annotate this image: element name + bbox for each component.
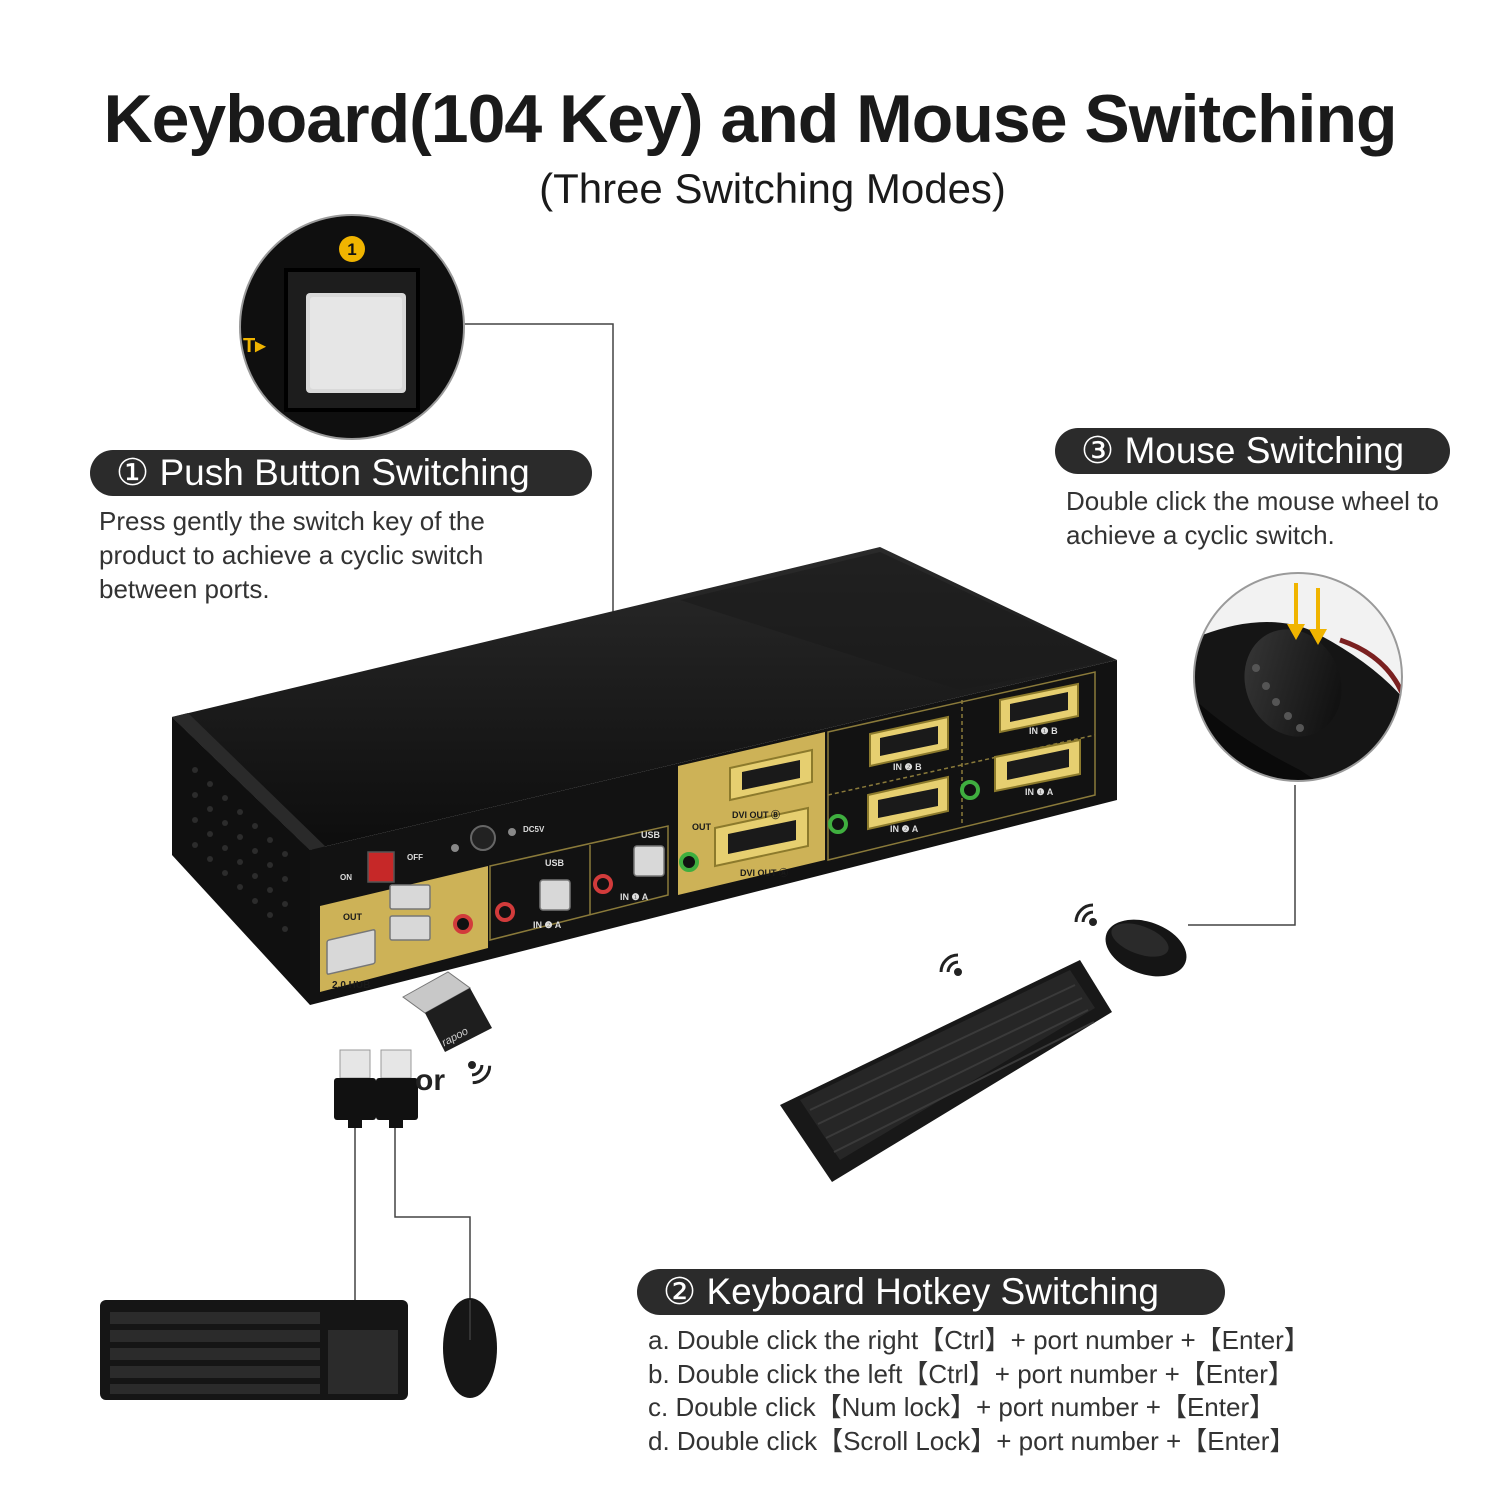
svg-text:USB: USB: [641, 830, 661, 840]
connector-lines: [354, 323, 1296, 1305]
mouse-switching-heading: ③ Mouse Switching: [1055, 428, 1450, 474]
line-button-to-device: [464, 323, 614, 618]
usb-ports: [326, 845, 665, 975]
wireless-signal-icon: [939, 953, 962, 976]
hotkey-line-a: a. Double click the right【Ctrl】+ port nu…: [648, 1325, 1310, 1355]
mouse-wheel-closeup: [1193, 572, 1403, 782]
dc-jack: [470, 825, 496, 851]
wired-keyboard: [100, 1300, 408, 1400]
wireless-keyboard: [780, 960, 1112, 1182]
button-number-badge: [339, 236, 365, 262]
page-title: Keyboard(104 Key) and Mouse Switching: [103, 81, 1397, 157]
hotkey-line-c: c. Double click【Num lock】+ port number +…: [648, 1392, 1276, 1422]
svg-text:DVI OUT Ⓑ: DVI OUT Ⓑ: [732, 809, 780, 820]
wireless-mouse: [1105, 919, 1187, 977]
power-switch: [367, 851, 395, 883]
svg-text:OUT: OUT: [343, 912, 363, 922]
wireless-signal-icon: [468, 1061, 492, 1085]
svg-text:IN ❶ A: IN ❶ A: [620, 892, 649, 902]
svg-text:DC5V: DC5V: [523, 825, 545, 834]
svg-text:IN ❶ A: IN ❶ A: [1025, 787, 1054, 797]
wired-mouse: [443, 1298, 497, 1398]
svg-text:ON: ON: [340, 873, 352, 882]
svg-text:OFF: OFF: [407, 853, 423, 862]
audio-jacks: [453, 780, 980, 934]
button-closeup: 1 T▸: [239, 214, 465, 440]
line-usb-to-mouse: [394, 1125, 471, 1302]
svg-text:IN ❷ A: IN ❷ A: [533, 920, 562, 930]
line-wheel-to-mouse: [1188, 785, 1296, 926]
svg-text:T▸: T▸: [243, 335, 266, 357]
push-button-description: Press gently the switch key of the produ…: [99, 506, 485, 604]
hotkey-heading: ② Keyboard Hotkey Switching: [637, 1269, 1225, 1315]
svg-text:2.0 HUB: 2.0 HUB: [332, 980, 370, 991]
svg-text:OUT: OUT: [692, 822, 712, 832]
svg-text:DVI OUT Ⓐ: DVI OUT Ⓐ: [740, 867, 788, 878]
svg-text:1: 1: [347, 240, 356, 259]
usb-receiver-dongle: rapoo: [402, 971, 492, 1052]
svg-text:IN ❶ B: IN ❶ B: [1029, 726, 1058, 736]
vent-grille: [192, 767, 288, 932]
hotkey-line-d: d. Double click【Scroll Lock】+ port numbe…: [648, 1426, 1296, 1456]
down-arrow-icon: [1287, 583, 1327, 645]
push-button-heading: ① Push Button Switching: [90, 450, 592, 496]
usb-plugs: [334, 1049, 418, 1128]
wireless-signal-icon: [1074, 903, 1097, 926]
mouse-switching-description: Double click the mouse wheel to achieve …: [1066, 486, 1439, 550]
kvm-switch-device: DVI OUT Ⓑ DVI OUT Ⓐ IN ❷ B IN ❶ B IN ❷ A…: [172, 547, 1117, 1005]
page-subtitle: (Three Switching Modes): [539, 165, 1006, 212]
svg-text:USB: USB: [545, 858, 565, 868]
svg-text:IN ❷ B: IN ❷ B: [893, 762, 922, 772]
svg-text:IN ❷ A: IN ❷ A: [890, 824, 919, 834]
or-label: or: [415, 1064, 445, 1097]
hotkey-line-b: b. Double click the left【Ctrl】+ port num…: [648, 1359, 1294, 1389]
